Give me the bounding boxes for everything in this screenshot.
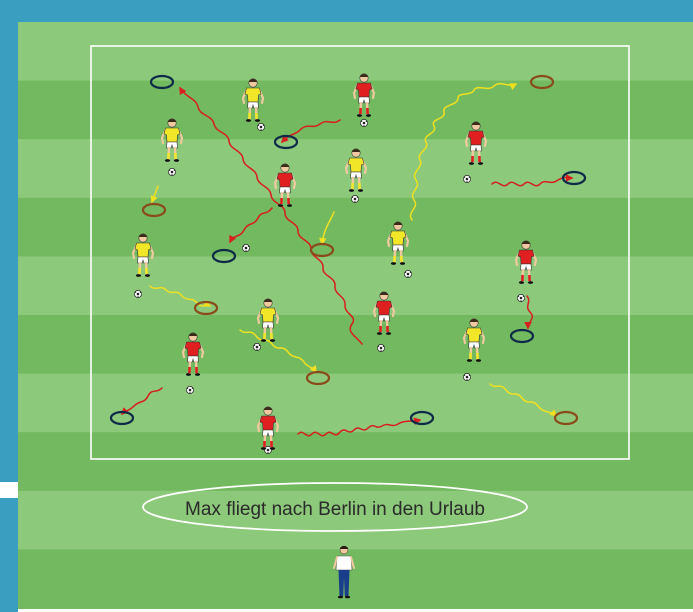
soccer-ball-icon [351,195,358,202]
pitch-stripe [18,315,693,375]
pitch-stripes [18,22,693,609]
caption-text: Max fliegt nach Berlin in den Urlaub [185,499,485,520]
soccer-ball-icon [377,344,384,351]
pitch-stripe [18,549,693,609]
soccer-ball-icon [253,343,260,350]
soccer-ball-icon [463,373,470,380]
soccer-ball-icon [257,123,264,130]
soccer-ball-icon [360,119,367,126]
soccer-ball-icon [186,386,193,393]
pitch-stripe [18,256,693,316]
pitch-stripe [18,22,693,82]
frame-left-lower [0,498,18,612]
pitch-stripe [18,198,693,258]
soccer-ball-icon [134,290,141,297]
frame-top [0,0,693,22]
soccer-ball-icon [168,168,175,175]
frame-left [0,0,18,482]
soccer-ball-icon [242,244,249,251]
soccer-ball-icon [404,270,411,277]
soccer-ball-icon [463,175,470,182]
soccer-ball-icon [517,294,524,301]
